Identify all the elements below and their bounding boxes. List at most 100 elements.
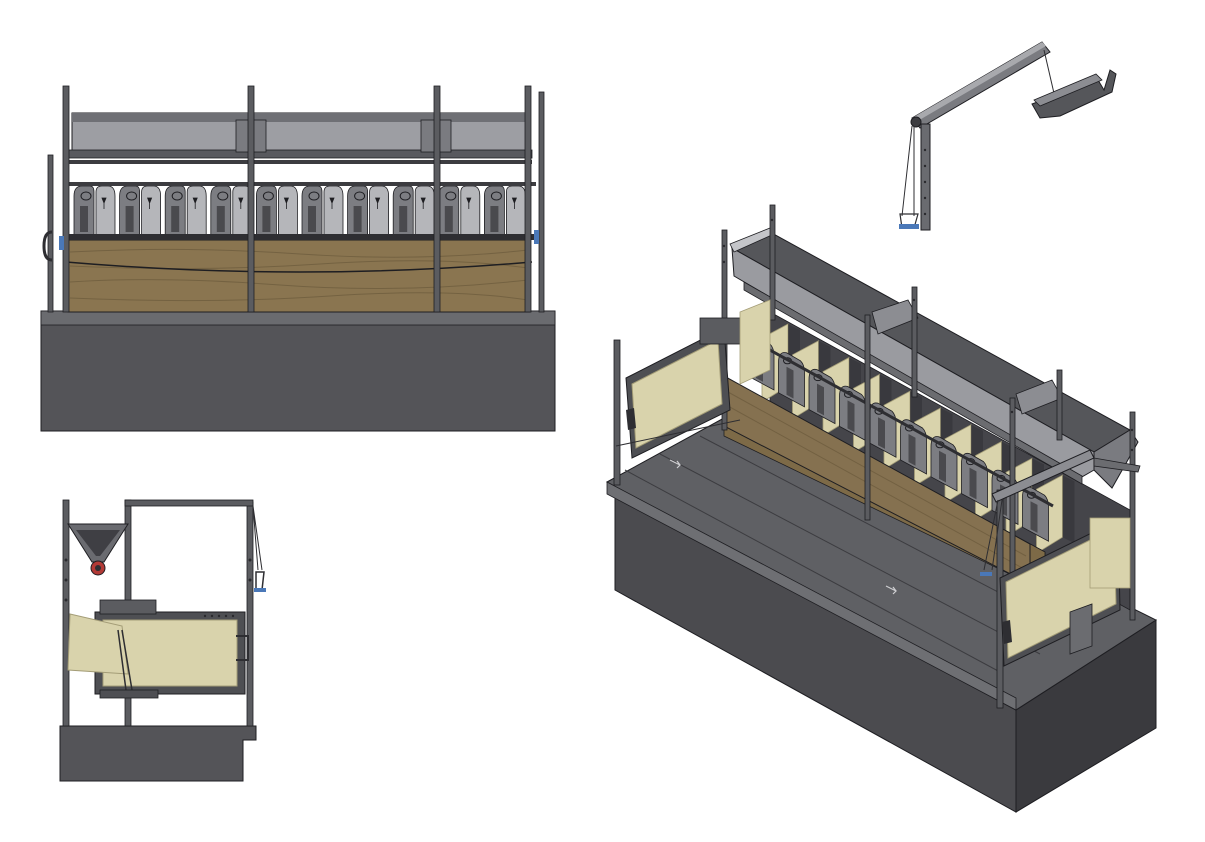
- front-gate-loop: [308, 191, 320, 201]
- front-headlock-gate: [255, 185, 298, 237]
- iso-gate-slot: [786, 366, 794, 399]
- side-hopper-inner: [76, 530, 120, 556]
- front-headlock-gate: [438, 185, 481, 237]
- iso-post-hole: [1130, 428, 1134, 432]
- front-gate-slot: [80, 206, 88, 232]
- front-gate-lock-mark: [238, 197, 244, 209]
- front-headlock-gate: [73, 185, 116, 237]
- iso-gate-slot: [908, 434, 916, 466]
- side-top-beam: [124, 499, 254, 507]
- front-gate-bottom-rail: [66, 234, 536, 240]
- front-gate-loop: [399, 191, 411, 201]
- iso-hoist-blue-grip: [899, 224, 919, 229]
- side-gate-bracket: [99, 599, 157, 615]
- front-gate-lock-mark: [375, 197, 381, 209]
- front-gate-slot: [308, 206, 316, 232]
- iso-rope-blue-grip: [980, 572, 992, 576]
- side-bolt: [248, 578, 252, 582]
- iso-back-post-4: [1129, 411, 1136, 621]
- side-bolt: [64, 578, 68, 582]
- side-rope-handle: [255, 571, 265, 591]
- iso-hoist: [899, 41, 1117, 231]
- iso-rope: [983, 499, 1003, 571]
- front-gate-slot: [171, 206, 180, 232]
- front-gate-loop: [354, 191, 366, 201]
- side-roller-hub: [95, 565, 101, 571]
- iso-left-gate-hinge: [699, 317, 745, 345]
- side-bolt: [248, 558, 252, 562]
- iso-hoist-pulley: [910, 116, 922, 128]
- iso-gate-slot: [817, 383, 824, 416]
- side-bottom-bar: [99, 689, 159, 699]
- front-gate-right-leaf: [506, 185, 526, 237]
- front-headlock-gate: [301, 185, 344, 237]
- front-gate-slot: [490, 206, 499, 232]
- iso-hoist-hole: [923, 164, 927, 168]
- front-left-blue-grip: [59, 236, 64, 250]
- iso-hoist-hole: [923, 196, 927, 200]
- front-gate-lock-mark: [329, 197, 335, 209]
- front-gate-slot: [399, 206, 408, 232]
- iso-hoist-clamp-rail: [1033, 73, 1103, 107]
- iso-gate-top-rail: [747, 336, 1054, 508]
- front-gate-slot: [262, 206, 271, 232]
- iso-gate-slot: [847, 400, 855, 433]
- front-post-side: [538, 91, 545, 313]
- iso-back-post-3: [1056, 369, 1063, 441]
- iso-hoist-rope: [901, 125, 915, 217]
- front-headlock-gate: [484, 185, 526, 237]
- front-gate-slot: [353, 206, 362, 232]
- iso-left-gate-wire: [615, 419, 741, 447]
- front-post-4: [524, 85, 532, 313]
- side-post-left: [62, 499, 70, 727]
- front-headlock-gate: [210, 185, 253, 237]
- iso-post-hole: [722, 244, 726, 248]
- front-post-1: [62, 85, 70, 313]
- iso-arrow-mark: [669, 459, 682, 469]
- iso-hoist-clamp: [1031, 69, 1117, 119]
- front-gate-right-leaf: [278, 185, 298, 237]
- front-gate-right-leaf: [460, 185, 481, 237]
- side-rope: [252, 505, 263, 571]
- iso-support-bracket: [1069, 603, 1093, 655]
- side-tilted-gate: [67, 613, 129, 675]
- iso-post-hole: [1010, 410, 1014, 414]
- front-gate-lock-mark: [420, 197, 426, 209]
- iso-trough-joint: [871, 299, 919, 335]
- front-gate-right-leaf: [369, 185, 389, 237]
- iso-hoist-hole: [923, 212, 927, 216]
- front-gate-right-leaf: [95, 185, 116, 237]
- front-headlock-gate: [347, 185, 389, 237]
- front-gate-right-leaf: [323, 185, 344, 237]
- front-chain: [65, 261, 533, 273]
- side-gate-hinge: [117, 629, 133, 691]
- front-headlock-gate: [392, 185, 435, 237]
- front-gate-slot: [216, 206, 225, 232]
- iso-back-post-2: [911, 286, 918, 398]
- iso-hoist-beam-top: [912, 42, 1046, 122]
- front-gate-loop: [217, 191, 229, 201]
- front-gate-right-leaf: [186, 185, 207, 237]
- front-gate-loop: [262, 191, 274, 201]
- iso-front-side-bar: [1093, 457, 1141, 473]
- side-bolt: [64, 598, 68, 602]
- iso-back-post-1: [769, 204, 776, 321]
- iso-hoist-hole: [923, 148, 927, 152]
- iso-left-post: [613, 339, 621, 486]
- iso-light-panel-back: [739, 299, 771, 385]
- iso-post-hole: [722, 260, 726, 264]
- front-gate-right-leaf: [141, 185, 161, 237]
- iso-wood-grain: [727, 405, 1027, 571]
- side-post-right: [246, 501, 254, 727]
- iso-gate-slot: [1030, 501, 1038, 533]
- front-gate-lock-mark: [511, 197, 517, 209]
- iso-wood-grain: [727, 391, 1027, 557]
- side-panel-hole: [217, 614, 221, 618]
- iso-arrow-mark: [885, 585, 898, 595]
- side-panel-hole: [224, 614, 228, 618]
- front-gate-slot: [125, 206, 134, 232]
- front-trough-rail: [68, 160, 532, 164]
- side-view: [59, 499, 266, 782]
